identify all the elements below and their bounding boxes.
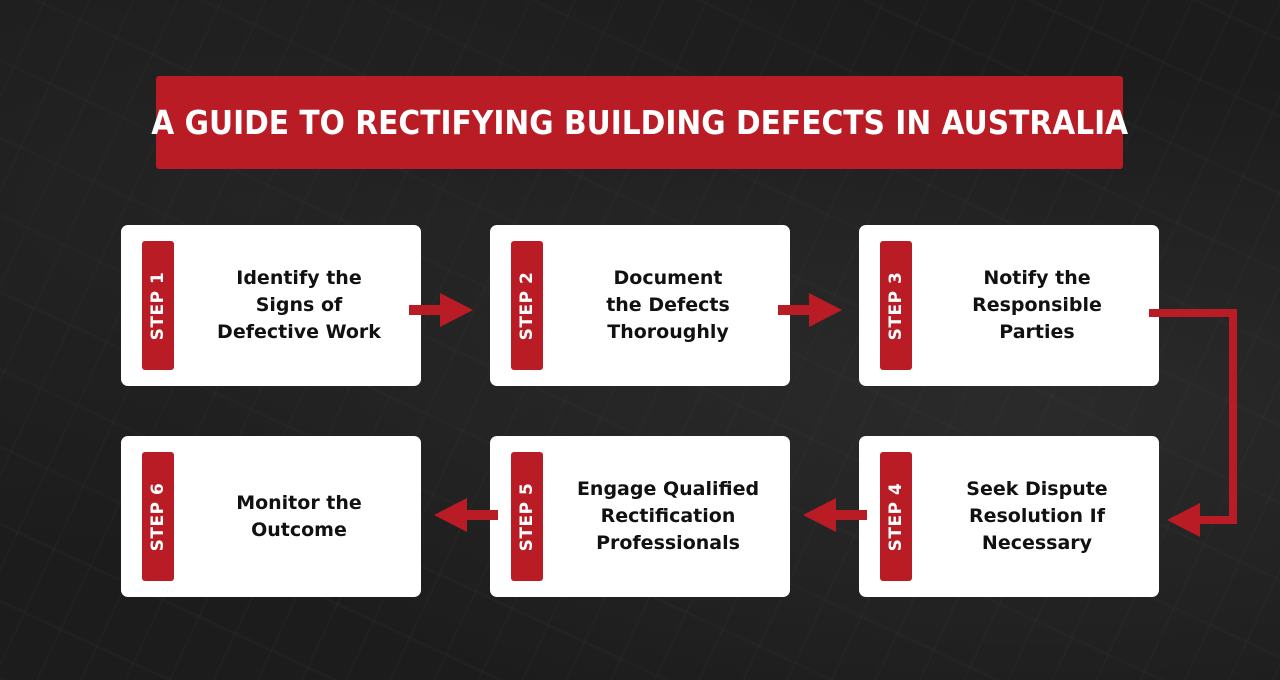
arrow-left-icon	[803, 498, 867, 532]
step-label: Document the Defects Thoroughly	[606, 267, 730, 343]
step-label: Engage Qualified Rectification Professio…	[576, 478, 760, 554]
step-badge: STEP 2	[511, 241, 543, 370]
step-label-wrap: Identify the Signs of Defective Work	[191, 225, 407, 386]
arrow-right-icon	[409, 293, 473, 327]
step-badge: STEP 3	[880, 241, 912, 370]
step-badge: STEP 5	[511, 452, 543, 581]
step-card-2: STEP 2 Document the Defects Thoroughly	[490, 225, 790, 386]
step-label-wrap: Seek Dispute Resolution If Necessary	[929, 436, 1145, 597]
arrow-right-icon	[778, 293, 842, 327]
step-badge: STEP 6	[142, 452, 174, 581]
step-label: Monitor the Outcome	[236, 491, 362, 541]
step-badge: STEP 4	[880, 452, 912, 581]
step-label: Seek Dispute Resolution If Necessary	[966, 478, 1108, 554]
step-card-5: STEP 5 Engage Qualified Rectification Pr…	[490, 436, 790, 597]
elbow-arrow-icon	[1149, 309, 1237, 537]
step-label-wrap: Monitor the Outcome	[191, 436, 407, 597]
arrow-left-icon	[434, 498, 498, 532]
step-label-wrap: Notify the Responsible Parties	[929, 225, 1145, 386]
step-badge: STEP 1	[142, 241, 174, 370]
step-label: Identify the Signs of Defective Work	[217, 267, 381, 343]
step-card-1: STEP 1 Identify the Signs of Defective W…	[121, 225, 421, 386]
step-card-6: STEP 6 Monitor the Outcome	[121, 436, 421, 597]
step-card-4: STEP 4 Seek Dispute Resolution If Necess…	[859, 436, 1159, 597]
page-title: A GUIDE TO RECTIFYING BUILDING DEFECTS I…	[151, 103, 1128, 142]
step-label-wrap: Engage Qualified Rectification Professio…	[560, 436, 776, 597]
title-banner: A GUIDE TO RECTIFYING BUILDING DEFECTS I…	[151, 76, 1128, 169]
step-card-3: STEP 3 Notify the Responsible Parties	[859, 225, 1159, 386]
step-label-wrap: Document the Defects Thoroughly	[560, 225, 776, 386]
step-label: Notify the Responsible Parties	[972, 267, 1102, 343]
